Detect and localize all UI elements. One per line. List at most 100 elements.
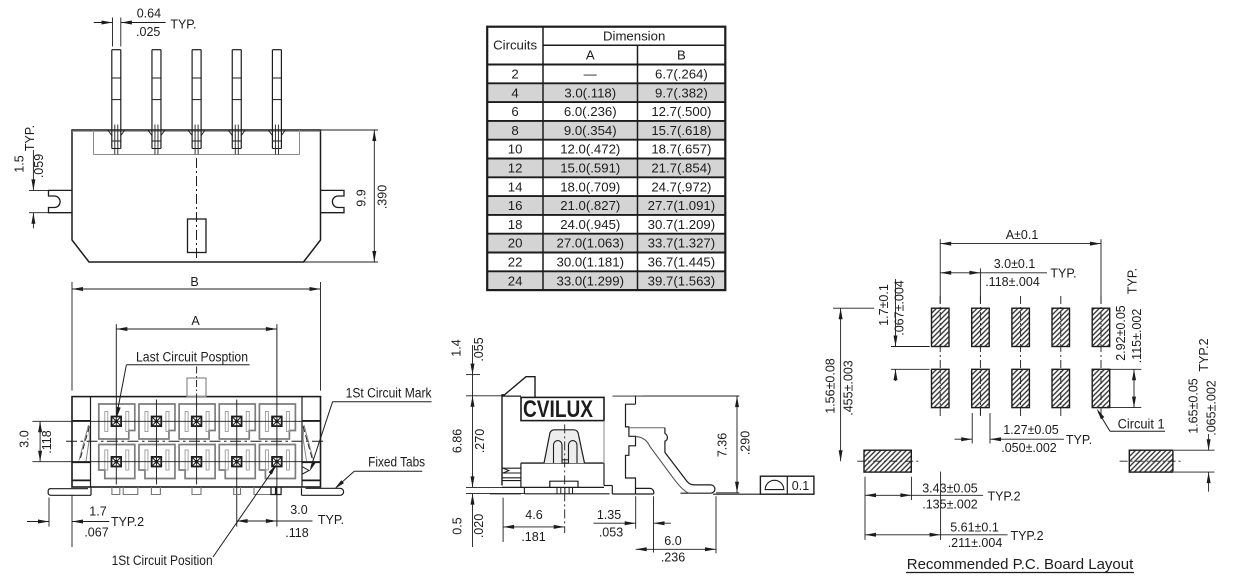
svg-text:24.7(.972): 24.7(.972) <box>651 179 711 194</box>
svg-text:1St Circuit Position: 1St Circuit Position <box>112 553 213 568</box>
svg-text:33.0(1.299): 33.0(1.299) <box>557 273 624 288</box>
svg-text:6.7(.264): 6.7(.264) <box>655 67 708 82</box>
svg-text:TYP.: TYP. <box>318 513 344 527</box>
svg-text:.118: .118 <box>285 526 308 540</box>
svg-text:4: 4 <box>511 85 518 100</box>
svg-text:TYP.: TYP. <box>1050 267 1076 281</box>
svg-text:A±0.1: A±0.1 <box>1006 228 1039 242</box>
svg-text:.118±.004: .118±.004 <box>985 275 1040 289</box>
svg-text:0.64: 0.64 <box>137 7 161 21</box>
svg-text:30.7(1.209): 30.7(1.209) <box>648 217 715 232</box>
svg-text:.118: .118 <box>40 430 54 453</box>
svg-text:30.0(1.181): 30.0(1.181) <box>557 255 624 270</box>
svg-text:TYP.2: TYP.2 <box>1197 338 1211 371</box>
svg-text:27.0(1.063): 27.0(1.063) <box>557 236 624 251</box>
svg-text:7.36: 7.36 <box>716 433 730 457</box>
svg-text:.050±.002: .050±.002 <box>1001 441 1057 455</box>
svg-text:21.0(.827): 21.0(.827) <box>560 198 620 213</box>
svg-text:1.7±0.1: 1.7±0.1 <box>877 284 891 326</box>
svg-text:.055: .055 <box>472 337 486 361</box>
svg-text:1.4: 1.4 <box>450 339 464 356</box>
svg-text:3.0: 3.0 <box>18 430 32 447</box>
svg-text:9.0(.354): 9.0(.354) <box>564 123 617 138</box>
svg-text:Circuits: Circuits <box>493 38 537 53</box>
svg-text:1.27±0.05: 1.27±0.05 <box>1003 423 1059 437</box>
svg-text:Circuit 1: Circuit 1 <box>1118 417 1165 432</box>
svg-text:TYP.2: TYP.2 <box>987 490 1020 504</box>
svg-text:.025: .025 <box>136 25 160 39</box>
svg-text:8: 8 <box>511 123 518 138</box>
svg-text:12: 12 <box>508 161 523 176</box>
svg-text:6.86: 6.86 <box>451 429 465 453</box>
svg-text:Last Circuit Posption: Last Circuit Posption <box>136 350 248 365</box>
svg-text:TYP.2: TYP.2 <box>111 515 144 529</box>
svg-text:TYP.: TYP. <box>23 125 37 151</box>
svg-text:—: — <box>584 67 598 82</box>
svg-text:.236: .236 <box>661 551 685 565</box>
svg-text:36.7(1.445): 36.7(1.445) <box>648 255 715 270</box>
svg-text:.181: .181 <box>521 530 545 544</box>
svg-text:3.0(.118): 3.0(.118) <box>564 85 616 100</box>
svg-text:B: B <box>190 275 198 289</box>
svg-text:1.65±0.05: 1.65±0.05 <box>1187 378 1201 434</box>
svg-text:9.7(.382): 9.7(.382) <box>655 85 708 100</box>
svg-text:6.0: 6.0 <box>664 534 681 548</box>
svg-text:TYP.: TYP. <box>1126 268 1140 294</box>
svg-text:.059: .059 <box>32 154 46 178</box>
svg-text:3.43±0.05: 3.43±0.05 <box>922 482 978 496</box>
svg-text:.455±.003: .455±.003 <box>842 360 856 416</box>
svg-text:3.0: 3.0 <box>290 503 307 517</box>
svg-text:24.0(.945): 24.0(.945) <box>560 217 620 232</box>
svg-text:.053: .053 <box>599 526 623 540</box>
svg-text:18.0(.709): 18.0(.709) <box>560 179 620 194</box>
svg-text:0.1: 0.1 <box>792 479 809 493</box>
svg-text:20: 20 <box>508 236 523 251</box>
svg-text:.020: .020 <box>472 514 486 538</box>
svg-text:A: A <box>191 314 200 328</box>
svg-text:Fixed Tabs: Fixed Tabs <box>368 455 425 470</box>
svg-text:16: 16 <box>508 198 523 213</box>
svg-text:1.35: 1.35 <box>597 508 621 522</box>
svg-text:TYP.2: TYP.2 <box>1010 529 1043 543</box>
svg-text:1St Circuit Mark: 1St Circuit Mark <box>346 386 432 401</box>
svg-text:TYP.: TYP. <box>1066 433 1092 447</box>
svg-text:Dimension: Dimension <box>603 29 665 44</box>
svg-text:12.0(.472): 12.0(.472) <box>560 142 620 157</box>
svg-text:2: 2 <box>511 67 518 82</box>
svg-text:1.56±0.08: 1.56±0.08 <box>824 358 838 414</box>
svg-text:5.61±0.1: 5.61±0.1 <box>950 521 999 535</box>
svg-text:18: 18 <box>508 217 523 232</box>
svg-text:27.7(1.091): 27.7(1.091) <box>648 198 715 213</box>
svg-text:22: 22 <box>508 255 523 270</box>
svg-text:39.7(1.563): 39.7(1.563) <box>648 273 715 288</box>
svg-text:2.92±0.05: 2.92±0.05 <box>1114 305 1128 361</box>
svg-text:.270: .270 <box>473 429 487 453</box>
svg-text:1.5: 1.5 <box>13 155 27 172</box>
svg-text:.067: .067 <box>84 526 108 540</box>
svg-text:.065±.002: .065±.002 <box>1205 380 1219 436</box>
svg-text:33.7(1.327): 33.7(1.327) <box>648 236 715 251</box>
svg-text:3.0±0.1: 3.0±0.1 <box>994 257 1036 271</box>
svg-text:.290: .290 <box>739 431 753 455</box>
svg-text:15.7(.618): 15.7(.618) <box>651 123 711 138</box>
svg-text:12.7(.500): 12.7(.500) <box>651 104 711 119</box>
svg-text:.067±.004: .067±.004 <box>893 280 907 336</box>
svg-text:15.0(.591): 15.0(.591) <box>560 161 620 176</box>
svg-text:0.5: 0.5 <box>451 517 465 534</box>
svg-text:.211±.004: .211±.004 <box>948 536 1003 550</box>
svg-text:10: 10 <box>508 142 523 157</box>
svg-text:18.7(.657): 18.7(.657) <box>651 142 711 157</box>
svg-text:CVILUX: CVILUX <box>523 396 593 423</box>
svg-text:6: 6 <box>511 104 518 119</box>
svg-text:21.7(.854): 21.7(.854) <box>651 161 711 176</box>
svg-text:A: A <box>586 48 595 63</box>
svg-text:9.9: 9.9 <box>355 189 369 206</box>
svg-text:4.6: 4.6 <box>525 508 542 522</box>
svg-text:6.0(.236): 6.0(.236) <box>564 104 617 119</box>
svg-text:B: B <box>677 48 686 63</box>
svg-text:1.7: 1.7 <box>89 505 106 519</box>
svg-text:Recommended P.C. Board Layout: Recommended P.C. Board Layout <box>907 556 1134 573</box>
svg-text:14: 14 <box>508 179 523 194</box>
svg-text:TYP.: TYP. <box>170 18 196 32</box>
svg-text:24: 24 <box>508 273 523 288</box>
